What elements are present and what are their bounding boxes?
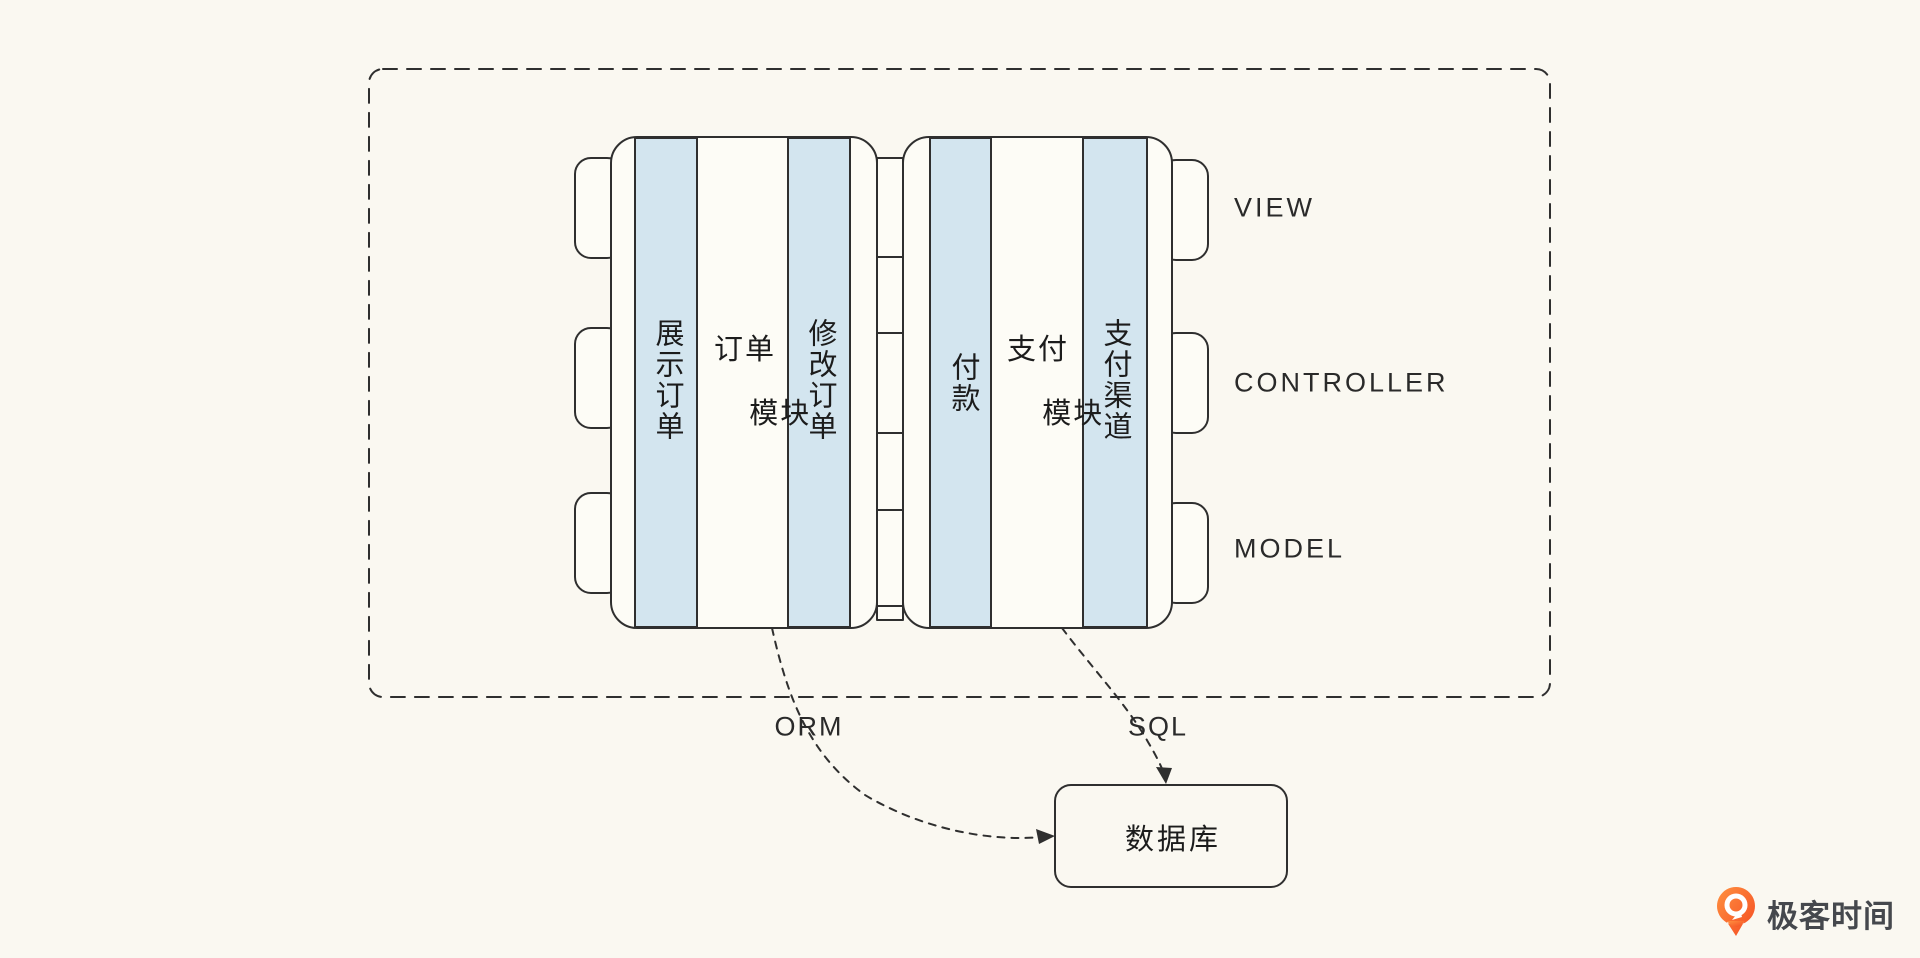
sql-dashed-arrow: [1061, 627, 1172, 784]
module-stripes: [634, 137, 1148, 628]
order-module-label-line2: 模块: [749, 398, 812, 430]
order-right-stripe-label: 修改订单: [804, 318, 836, 442]
dashed-boundary: [368, 68, 1551, 698]
orm-label: ORM: [774, 711, 844, 742]
layer-label-view: VIEW: [1234, 192, 1316, 223]
payment-left-stripe-label: 付款: [947, 352, 979, 414]
payment-module-label-line1: 支付: [1006, 334, 1070, 366]
connector-teeth: [876, 157, 904, 621]
layer-label-controller: CONTROLLER: [1234, 367, 1449, 398]
geektime-logo-icon: [1716, 887, 1755, 936]
layer-label-model: MODEL: [1234, 533, 1346, 564]
database-label: 数据库: [1124, 824, 1222, 856]
payment-module-label: 支付 模块: [972, 334, 1104, 430]
database-box: [1054, 784, 1288, 888]
order-module-label-line1: 订单: [713, 334, 777, 366]
sql-label: SQL: [1127, 711, 1189, 742]
order-module-label: 订单 模块: [679, 334, 811, 430]
order-left-stripe-label: 展示订单: [651, 318, 683, 442]
orm-dashed-arrow: [771, 627, 1055, 844]
payment-right-stripe-label: 支付渠道: [1099, 318, 1131, 442]
payment-module-label-line2: 模块: [1042, 398, 1105, 430]
geektime-logo-text: 极客时间: [1767, 898, 1895, 934]
brand-logo: 极客时间: [1712, 884, 1895, 942]
